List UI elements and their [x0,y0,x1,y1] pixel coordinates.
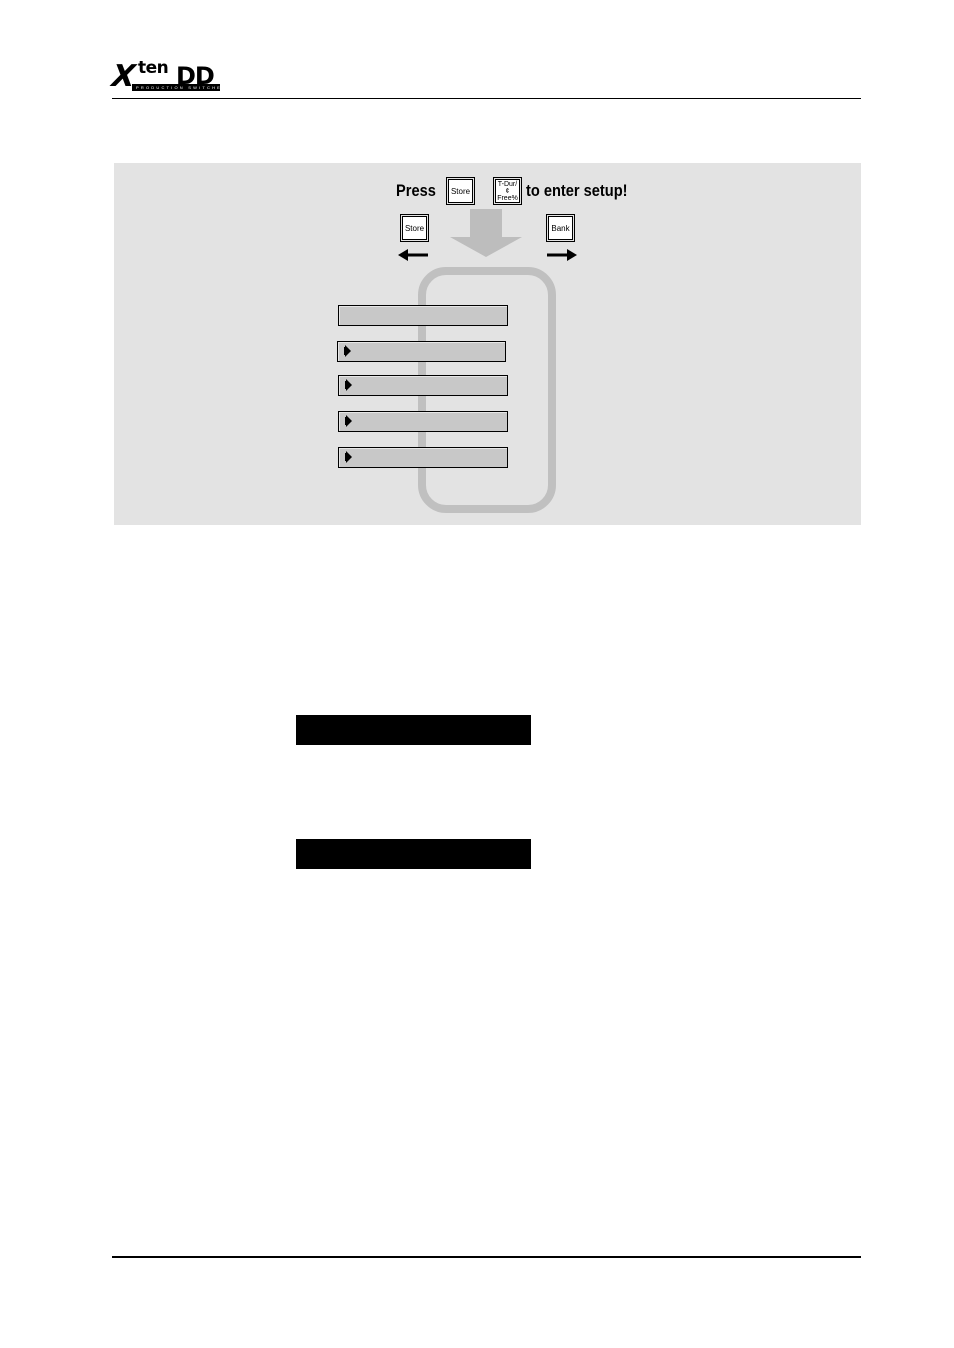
press-label: Press [396,181,436,200]
bank-key-label: Bank [551,223,570,233]
menu-row-4[interactable] [338,447,508,468]
menu-row-2[interactable] [338,375,508,396]
display-bar-1 [296,715,531,745]
store-left-key-button[interactable]: Store [400,214,429,242]
display-bar-2 [296,839,531,869]
store-left-key-label: Store [404,223,425,233]
menu-marker-icon [345,379,352,391]
logo-tagline-strip: PRODUCTION SWITCHERS [132,84,220,91]
store-key-button[interactable]: Store [446,177,475,205]
tdur-free-key-button[interactable]: T-Dur/¢ Free% [493,177,522,205]
logo-ten-text: ten [138,58,169,78]
menu-row-1[interactable] [337,341,506,362]
footer-rule [112,1256,861,1258]
arrow-left-icon [398,249,428,261]
enter-setup-label: to enter setup! [526,181,628,200]
down-arrow-icon [450,209,522,257]
menu-marker-icon [344,345,351,357]
store-key-label: Store [450,186,471,196]
menu-marker-icon [345,415,352,427]
menu-marker-icon [345,451,352,463]
menu-row-title [338,305,508,326]
xten-dd-logo: X ten DD PRODUCTION SWITCHERS [110,58,224,96]
header-rule [112,98,861,99]
arrow-right-icon [547,249,577,261]
bank-key-button[interactable]: Bank [546,214,575,242]
tdur-key-label-line2: Free% [497,194,518,202]
menu-row-3[interactable] [338,411,508,432]
tdur-key-label-line1: T-Dur/¢ [497,180,518,195]
